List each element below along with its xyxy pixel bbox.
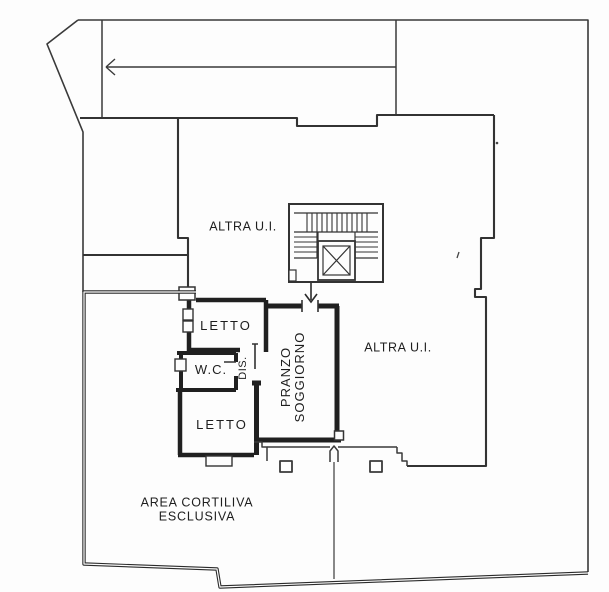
staircase: [288, 203, 384, 283]
label-letto-top: LETTO: [200, 318, 252, 334]
gate-icon: [329, 445, 339, 462]
courtyard-boundary-inner: [83, 291, 589, 588]
parcel-top-right-edge: [78, 19, 589, 572]
label-pranzo-line1: PRANZO: [278, 346, 293, 408]
terrace-right-step: [396, 447, 408, 466]
pranzo-walls: [252, 303, 341, 455]
label-letto-bottom: LETTO: [196, 417, 248, 433]
elevator-cab: [322, 245, 351, 276]
top-band: [101, 20, 397, 118]
scan-specks: [456, 141, 499, 259]
door-leaves: [224, 300, 319, 369]
elevator-x-icon: [322, 245, 351, 276]
window-letto-top-1: [182, 308, 194, 321]
window-letto-top-2: [182, 320, 194, 333]
label-wc: W.C.: [194, 362, 228, 378]
left-unit-wall: [176, 117, 190, 288]
direction-arrow-icon: [105, 58, 116, 76]
terrace-post-right: [369, 460, 383, 473]
courtyard-boundary: [82, 290, 589, 589]
terrace-post-left: [279, 460, 293, 473]
letto-bottom-walls: [177, 390, 254, 458]
building-outline: [80, 113, 496, 468]
stair-exit-door: [288, 269, 297, 282]
terrace-left-step: [254, 441, 268, 461]
terrace: [254, 441, 408, 579]
label-altra-ui-top: ALTRA U.I.: [209, 219, 277, 234]
label-area-line2: ESCLUSIVA: [158, 509, 236, 523]
label-dis: DIS.: [237, 356, 250, 380]
window-wc: [174, 358, 187, 372]
label-altra-ui-right: ALTRA U.I.: [364, 340, 432, 355]
label-pranzo-line2: SOGGIORNO: [292, 331, 307, 423]
building-top-wall: [80, 113, 494, 128]
window-letto-bottom: [205, 455, 233, 467]
stair-treads-right: [355, 236, 378, 253]
speck-comma: [456, 251, 460, 259]
parcel-left-diagonal-edge: [46, 19, 84, 292]
entrance-arrow-icon: [304, 283, 318, 304]
building-right-wall: [407, 115, 496, 468]
stair-treads-top: [306, 213, 368, 232]
parcel-boundary: [46, 19, 589, 572]
label-pranzo-soggiorno: PRANZO SOGGIORNO: [278, 331, 307, 423]
label-area-cortiliva: AREA CORTILIVA ESCLUSIVA: [140, 495, 254, 524]
speck-dot: [495, 141, 499, 145]
label-area-line1: AREA CORTILIVA: [140, 495, 254, 510]
stair-treads-left: [294, 236, 317, 253]
wall-notch: [333, 430, 345, 441]
